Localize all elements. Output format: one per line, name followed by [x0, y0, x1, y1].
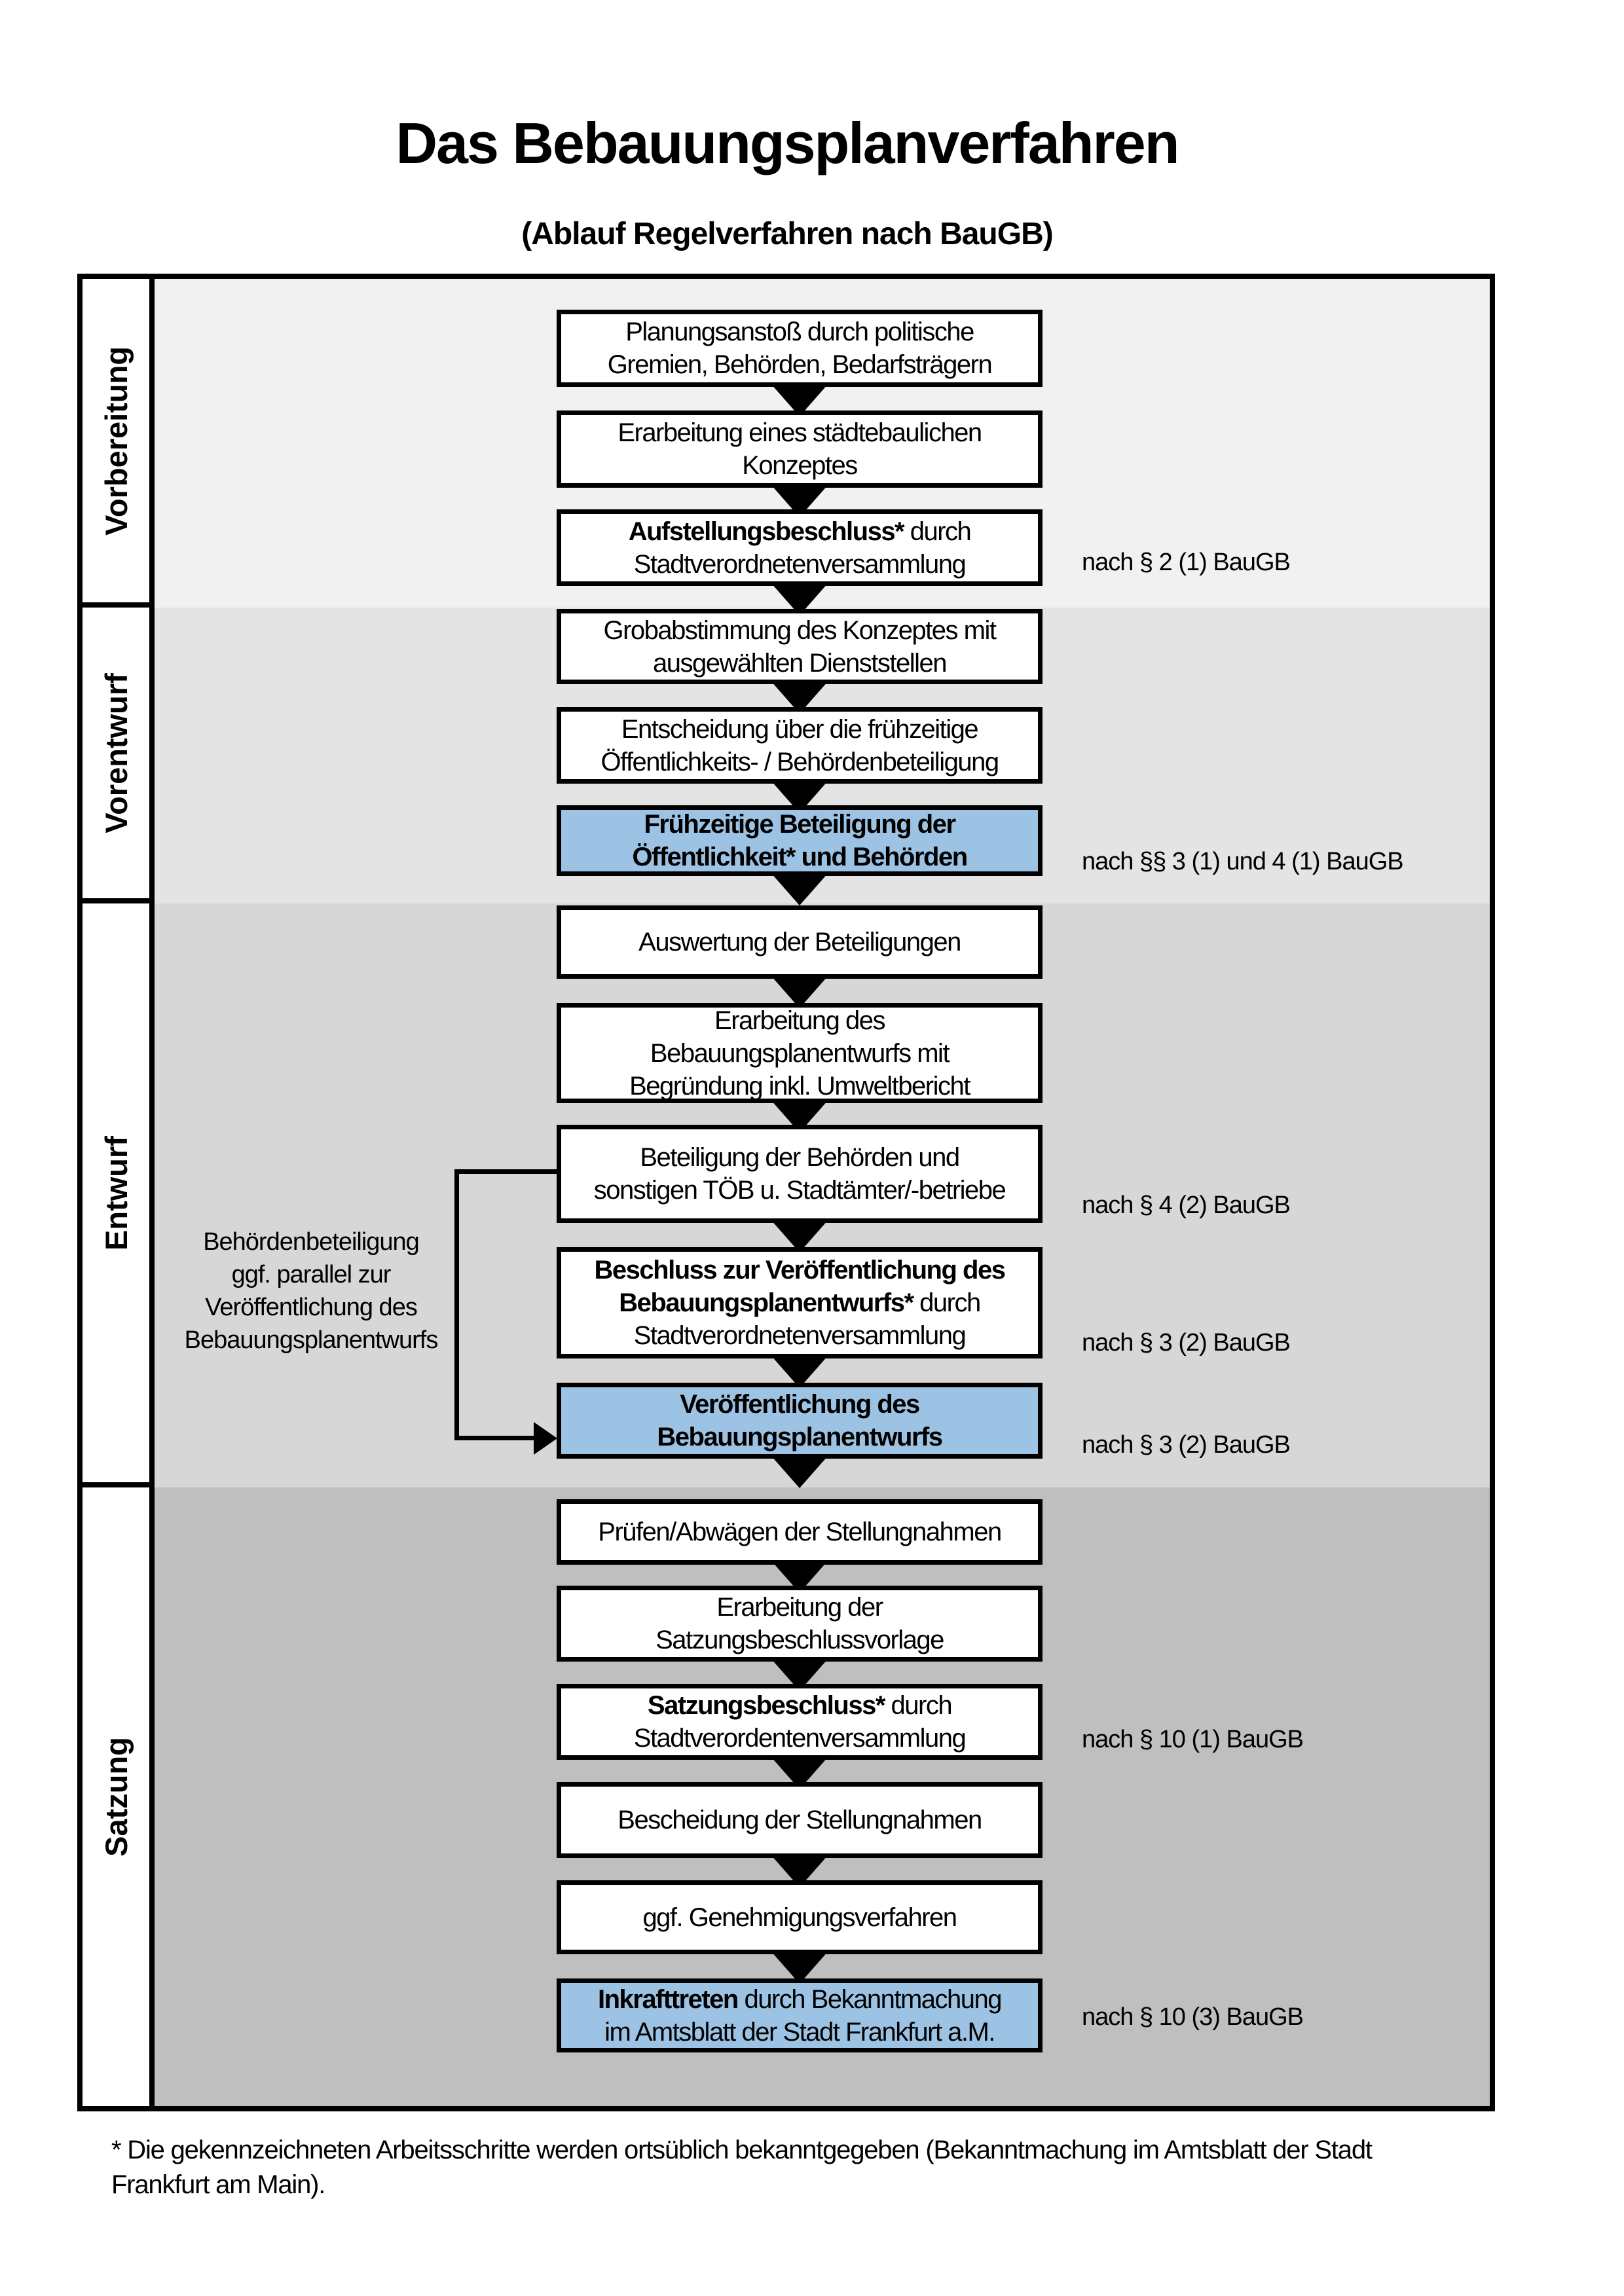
flow-step-behoerdenbeteiligung: Beteiligung der Behörden und sonstigen T… — [557, 1125, 1043, 1223]
legal-reference: nach § 10 (1) BauGB — [1082, 1726, 1304, 1753]
flow-step-aufstellungsbeschluss: Aufstellungsbeschluss* durch Stadtverord… — [557, 509, 1043, 586]
parallel-note: Behördenbeteiligung ggf. parallel zur Ve… — [184, 1228, 439, 1354]
phase-cell-vorentwurf: Vorentwurf — [83, 608, 149, 903]
flow-step-planungsanstoss: Planungsanstoß durch politische Gremien,… — [557, 310, 1043, 387]
flow-step-satzungsbeschluss: Satzungsbeschluss* durch Stadtverordente… — [557, 1684, 1043, 1760]
phase-cell-satzung: Satzung — [83, 1487, 149, 2106]
flow-step-entwurf-erarbeitung: Erarbeitung des Bebauungsplanentwurfs mi… — [557, 1003, 1043, 1103]
parallel-connector-line — [459, 1436, 535, 1440]
flow-step-pruefen-abwaegen: Prüfen/Abwägen der Stellungnahmen — [557, 1499, 1043, 1565]
flow-step-entscheidung-beteiligung: Entscheidung über die frühzeitige Öffent… — [557, 707, 1043, 784]
flow-step-konzept-erarbeitung: Erarbeitung eines städtebaulichen Konzep… — [557, 410, 1043, 488]
flow-step-genehmigungsverfahren: ggf. Genehmigungsverfahren — [557, 1880, 1043, 1954]
legal-reference: nach § 3 (2) BauGB — [1082, 1431, 1291, 1459]
flow-step-grobabstimmung: Grobabstimmung des Konzeptes mit ausgewä… — [557, 609, 1043, 684]
legal-reference: nach §§ 3 (1) und 4 (1) BauGB — [1082, 848, 1404, 875]
phase-cell-entwurf: Entwurf — [83, 903, 149, 1487]
down-arrow-icon — [771, 1355, 828, 1388]
flow-step-bescheidung: Bescheidung der Stellungnahmen — [557, 1782, 1043, 1858]
footnote: * Die gekennzeichneten Arbeitsschritte w… — [111, 2136, 1373, 2199]
page-title: Das Bebauungsplanverfahren — [396, 111, 1180, 175]
down-arrow-icon — [771, 873, 828, 905]
down-arrow-icon — [771, 975, 828, 1008]
flow-step-auswertung: Auswertung der Beteiligungen — [557, 905, 1043, 979]
right-arrowhead-icon — [534, 1422, 557, 1455]
legal-reference: nach § 4 (2) BauGB — [1082, 1192, 1291, 1219]
phase-label-column: Vorbereitung Vorentwurf Entwurf Satzung — [83, 279, 155, 2106]
parallel-connector-line — [454, 1169, 459, 1440]
phase-label-satzung: Satzung — [98, 1737, 134, 1857]
phase-label-vorentwurf: Vorentwurf — [98, 672, 134, 833]
flow-step-veroeffentlichung: Veröffentlichung des Bebauungsplanentwur… — [557, 1383, 1043, 1459]
page-subtitle: (Ablauf Regelverfahren nach BauGB) — [521, 217, 1053, 251]
down-arrow-icon — [771, 1220, 828, 1252]
parallel-connector-line — [459, 1169, 557, 1174]
phase-label-entwurf: Entwurf — [98, 1135, 134, 1250]
flow-step-satzungsvorlage: Erarbeitung der Satzungsbeschlussvorlage — [557, 1586, 1043, 1662]
flow-step-inkrafttreten: Inkrafttreten durch Bekanntmachung im Am… — [557, 1978, 1043, 2052]
phase-label-vorbereitung: Vorbereitung — [98, 346, 134, 536]
legal-reference: nach § 3 (2) BauGB — [1082, 1329, 1291, 1357]
flow-step-veroeffentlichungsbeschluss: Beschluss zur Veröffentlichung des Bebau… — [557, 1247, 1043, 1358]
down-arrow-icon — [771, 1455, 828, 1488]
phase-cell-vorbereitung: Vorbereitung — [83, 279, 149, 608]
legal-reference: nach § 10 (3) BauGB — [1082, 2003, 1304, 2031]
legal-reference: nach § 2 (1) BauGB — [1082, 549, 1291, 576]
down-arrow-icon — [771, 1951, 828, 1984]
flow-step-fruehzeitige-beteiligung: Frühzeitige Beteiligung der Öffentlichke… — [557, 805, 1043, 876]
